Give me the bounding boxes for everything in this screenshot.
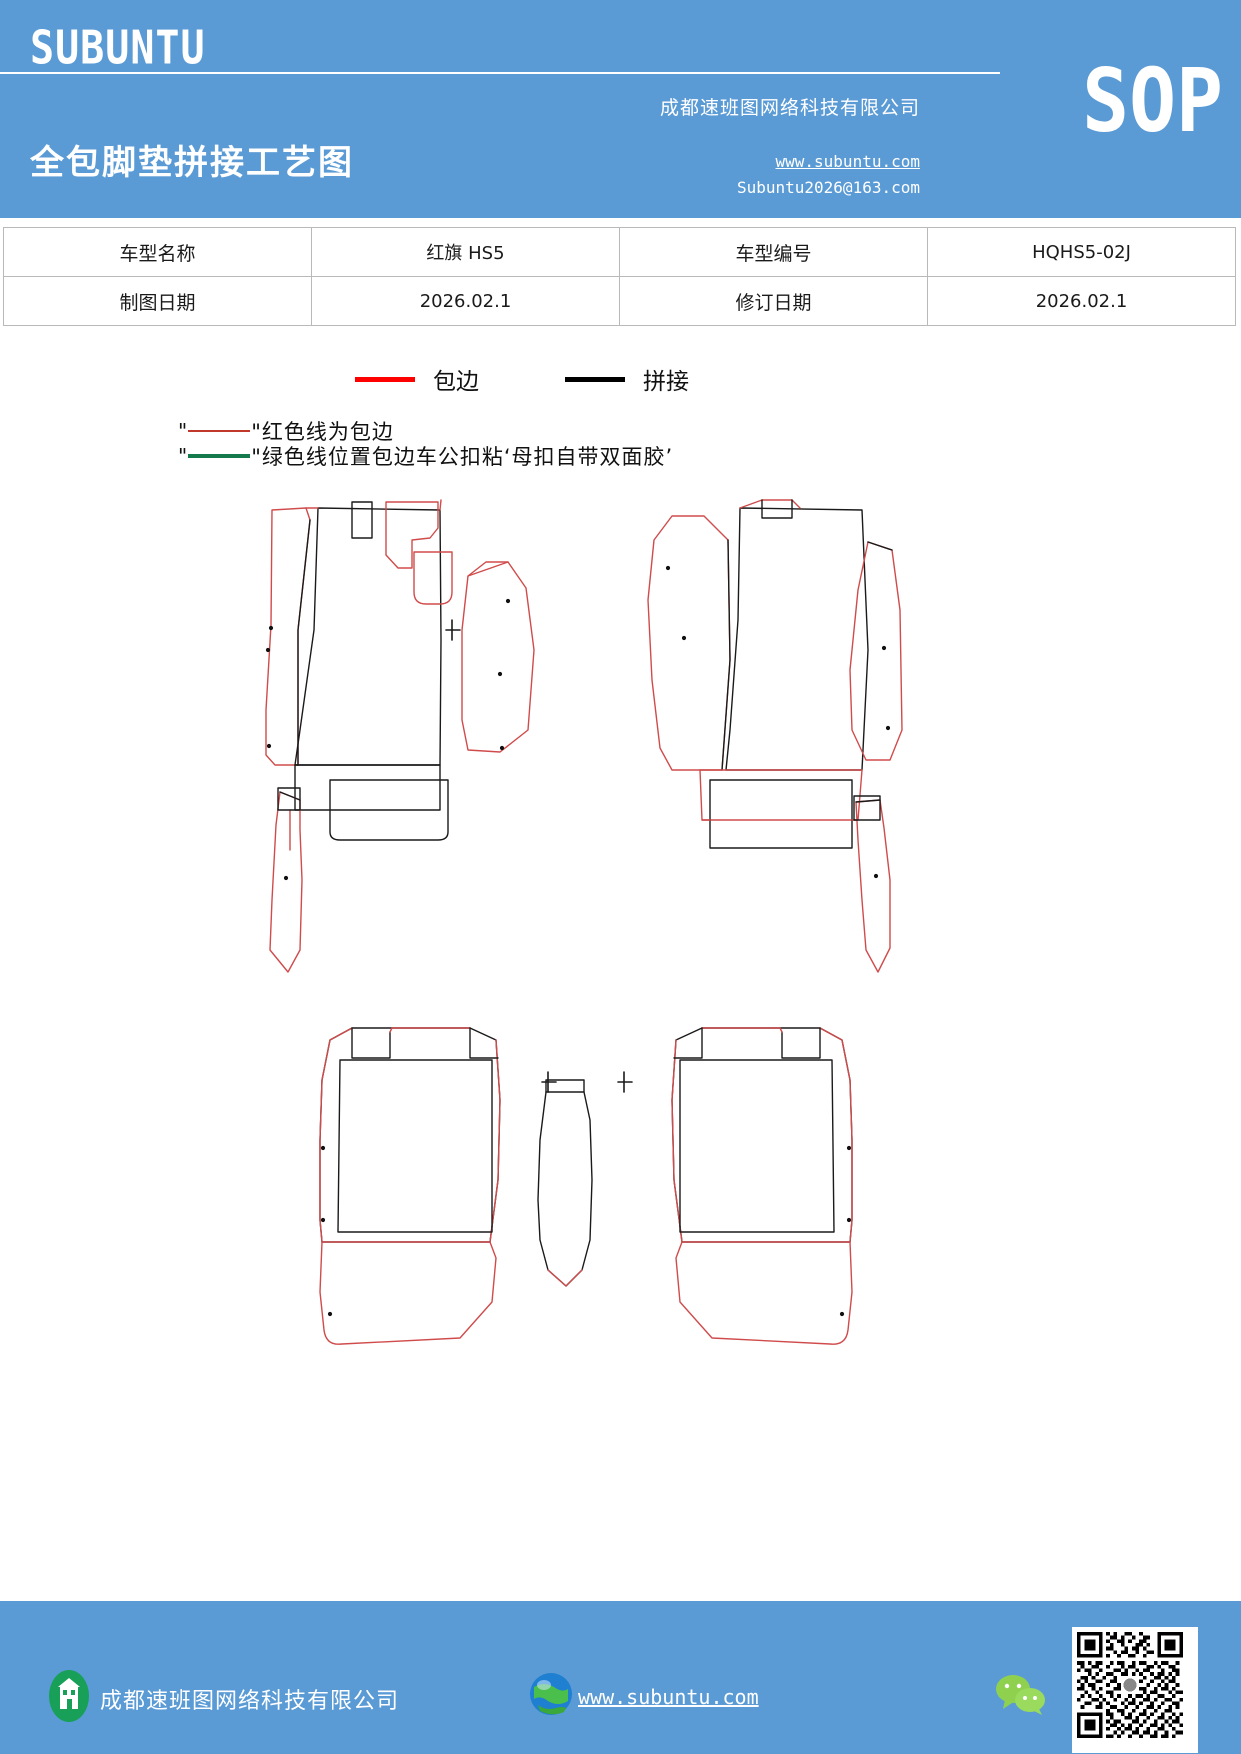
value-model-name: 红旗 HS5 — [311, 227, 620, 277]
note-text-green: "绿色线位置包边车公扣粘‘母扣自带双面胶’ — [251, 444, 674, 469]
building-icon — [49, 1670, 89, 1722]
page-footer: 成都速班图网络科技有限公司 www.subuntu.com — [0, 1601, 1241, 1754]
note-quote-open: " — [178, 418, 188, 443]
legend-item-edge-binding: 包边 — [355, 362, 479, 396]
value-revision-date: 2026.02.1 — [927, 276, 1236, 326]
footer-website-link[interactable]: www.subuntu.com — [578, 1685, 759, 1709]
notes-block: " "红色线为包边 " "绿色线位置包边车公扣粘‘母扣自带双面胶’ — [178, 418, 1078, 469]
legend-swatch-black — [565, 376, 625, 382]
qr-code — [1072, 1627, 1198, 1753]
note-text-red: "红色线为包边 — [251, 419, 394, 444]
table-row: 车型名称 红旗 HS5 车型编号 HQHS5-02J — [3, 227, 1236, 277]
note-line-red — [188, 429, 251, 432]
header-email[interactable]: Subuntu2026@163.com — [736, 178, 920, 197]
label-draw-date: 制图日期 — [3, 276, 312, 326]
wechat-icon — [996, 1675, 1045, 1715]
legend: 包边 拼接 — [0, 358, 1241, 398]
mat-pattern-svg — [265, 499, 903, 1345]
rear-mat-assembly — [319, 1027, 853, 1345]
page-title: 全包脚垫拼接工艺图 — [30, 143, 354, 183]
legend-label-seam-splice: 拼接 — [643, 369, 689, 395]
footer-company-name: 成都速班图网络科技有限公司 — [100, 1689, 400, 1714]
globe-icon — [530, 1673, 572, 1715]
legend-label-edge-binding: 包边 — [433, 369, 479, 395]
technical-drawing — [0, 480, 1241, 1380]
brand-logo: SUBUNTU — [30, 22, 206, 75]
table-row: 制图日期 2026.02.1 修订日期 2026.02.1 — [3, 276, 1236, 326]
note-row-red: " "红色线为包边 — [178, 418, 1078, 444]
label-model-name: 车型名称 — [3, 227, 312, 277]
header-divider — [0, 72, 1000, 74]
note-line-green — [188, 453, 251, 458]
header-company-name: 成都速班图网络科技有限公司 — [659, 97, 920, 119]
header-website-link[interactable]: www.subuntu.com — [775, 152, 921, 171]
page-header: SUBUNTU 成都速班图网络科技有限公司 SOP 全包脚垫拼接工艺图 www.… — [0, 0, 1241, 218]
front-left-mat — [265, 499, 535, 973]
value-model-code: HQHS5-02J — [927, 227, 1236, 277]
label-model-code: 车型编号 — [619, 227, 928, 277]
vehicle-info-table: 车型名称 红旗 HS5 车型编号 HQHS5-02J 制图日期 2026.02.… — [3, 227, 1236, 326]
legend-swatch-red — [355, 376, 415, 382]
front-right-mat — [647, 499, 903, 973]
note-row-green: " "绿色线位置包边车公扣粘‘母扣自带双面胶’ — [178, 443, 1078, 469]
sop-label: SOP — [1082, 51, 1223, 153]
label-revision-date: 修订日期 — [619, 276, 928, 326]
note-quote-open: " — [178, 443, 188, 468]
legend-item-seam-splice: 拼接 — [565, 362, 689, 396]
value-draw-date: 2026.02.1 — [311, 276, 620, 326]
